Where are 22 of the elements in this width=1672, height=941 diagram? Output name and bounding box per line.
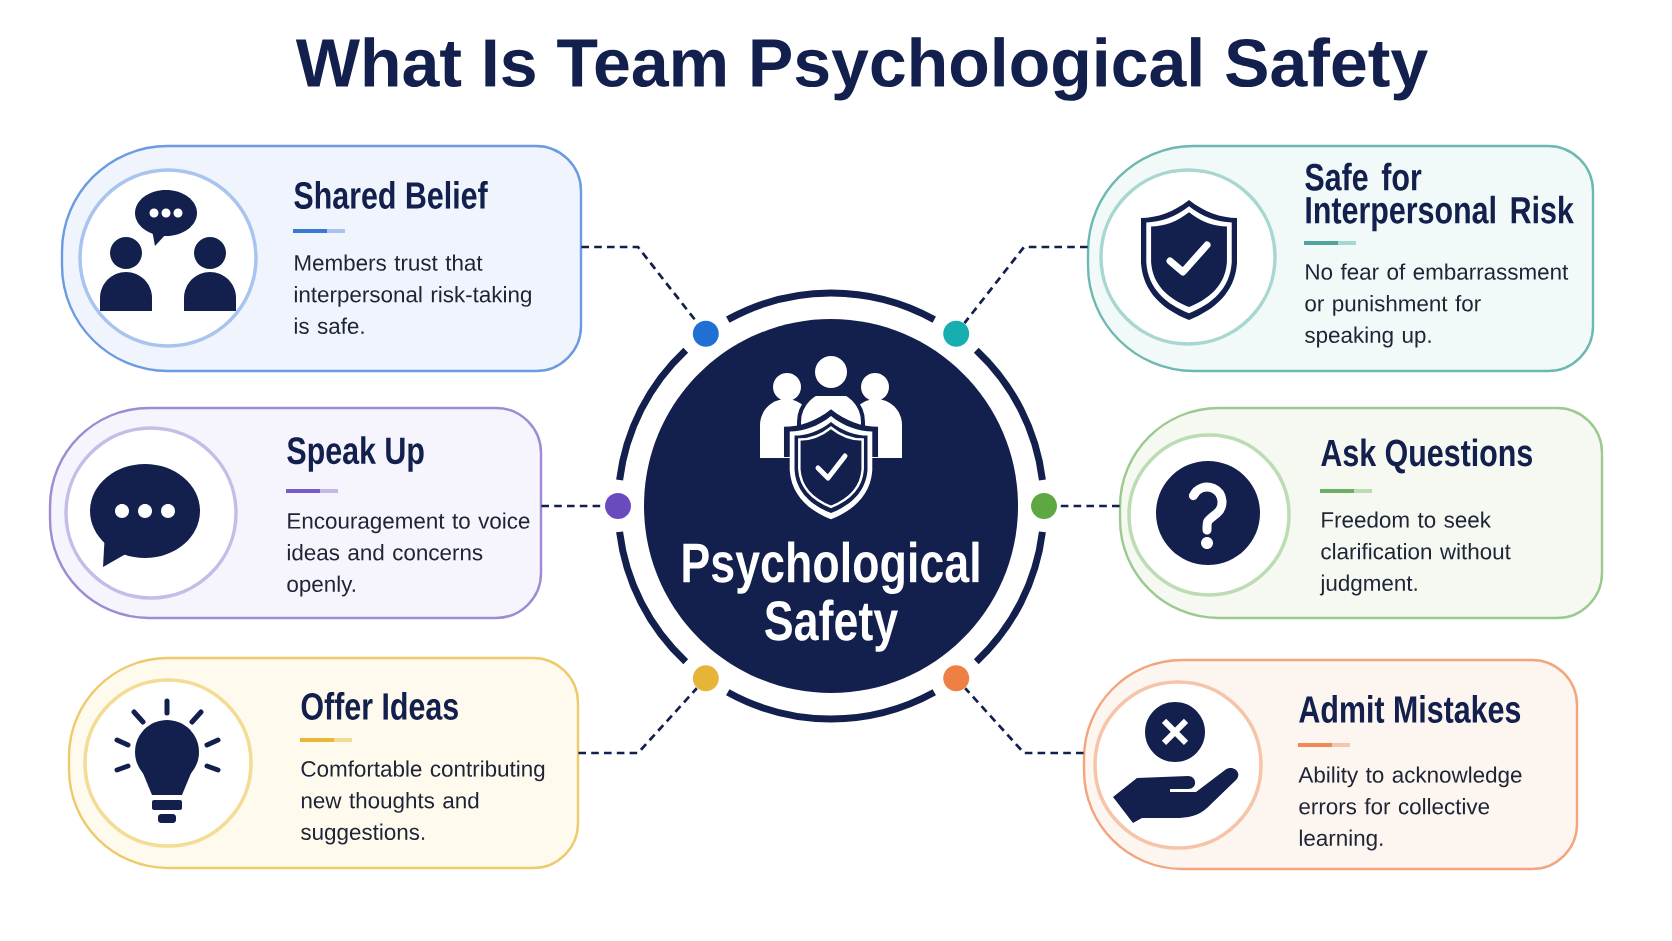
card-title: Speak Up: [287, 436, 424, 472]
card-text: Members trust that interpersonal risk-taking is safe.: [294, 254, 531, 335]
connector-dot: [943, 320, 970, 347]
connector-dot: [692, 665, 719, 692]
card-title: Offer Ideas: [301, 692, 458, 720]
card-title: Ask Questions: [1321, 438, 1532, 474]
dashed-connector: [578, 687, 698, 755]
card-text: Freedom to seek clarification without judgment.: [1319, 511, 1511, 596]
card-text: Comfortable contributing new thoughts and suggestions.: [301, 760, 545, 845]
connector-dot: [692, 320, 719, 347]
card-title: Admit Mistakes: [1299, 695, 1521, 723]
connector-dot: [605, 493, 631, 519]
card-title: Shared Belief: [294, 181, 488, 209]
card-title: Safe for Interpersonal Risk: [1305, 162, 1574, 232]
card-text: No fear of embarrassment or punishment for speaking up.: [1305, 263, 1569, 348]
card-text: Encouragement to voice ideas and concerns openly.: [287, 512, 530, 597]
dashed-connector: [964, 687, 1084, 755]
title: What Is Team Psychological Safety: [295, 37, 1428, 101]
card-text: Ability to acknowledge errors for collective learning.: [1298, 766, 1522, 851]
connector-dot: [1031, 493, 1057, 519]
dashed-connector: [963, 245, 1088, 324]
connector-dot: [943, 665, 970, 692]
